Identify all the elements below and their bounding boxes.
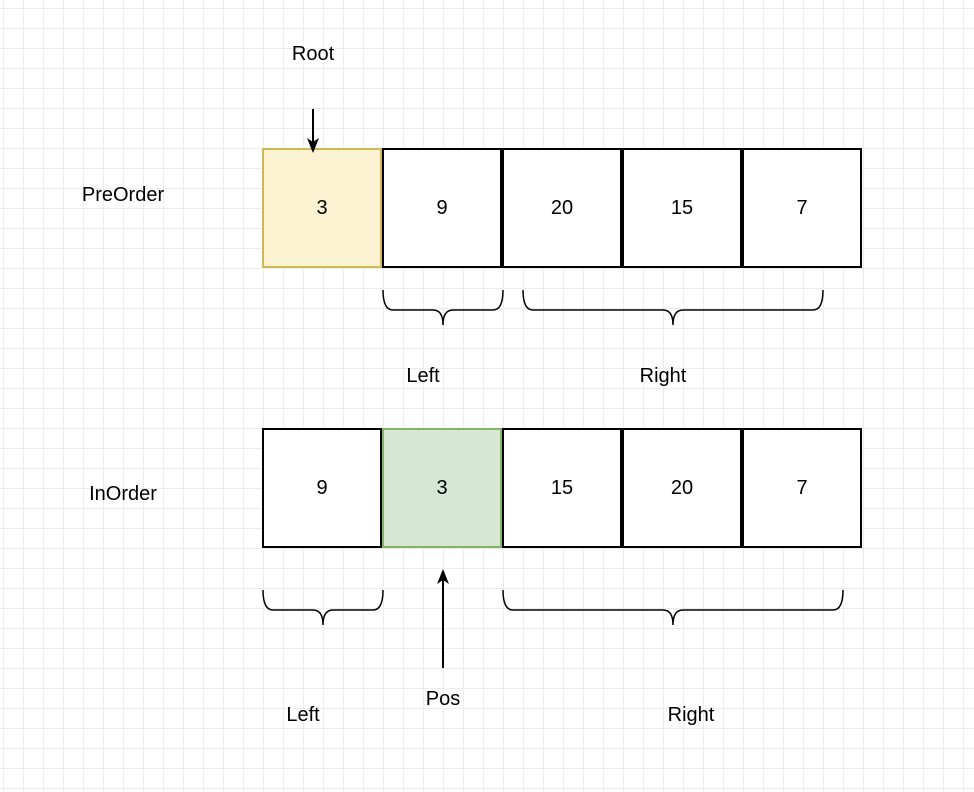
inorder-right-label: Right	[667, 704, 715, 726]
inorder-cell: 15	[502, 428, 622, 548]
preorder-left-label: Left	[406, 365, 440, 387]
inorder-cell: 7	[742, 428, 862, 548]
inorder-left-label: Left	[286, 704, 320, 726]
root-label: Root	[291, 43, 335, 65]
inorder-right-brace	[502, 589, 844, 626]
preorder-label: PreOrder	[81, 184, 165, 206]
preorder-cell: 20	[502, 148, 622, 268]
root-arrow-icon	[307, 109, 319, 153]
inorder-label: InOrder	[89, 483, 157, 505]
preorder-cell: 9	[382, 148, 502, 268]
preorder-cell: 7	[742, 148, 862, 268]
pos-label: Pos	[425, 688, 461, 710]
preorder-cell-root: 3	[262, 148, 382, 268]
preorder-left-brace	[382, 289, 504, 326]
inorder-left-brace	[262, 589, 384, 626]
inorder-cell-pos: 3	[382, 428, 502, 548]
preorder-right-brace	[522, 289, 824, 326]
inorder-cell: 9	[262, 428, 382, 548]
inorder-cell: 20	[622, 428, 742, 548]
preorder-right-label: Right	[639, 365, 687, 387]
pos-arrow-icon	[437, 569, 449, 668]
preorder-cell: 15	[622, 148, 742, 268]
